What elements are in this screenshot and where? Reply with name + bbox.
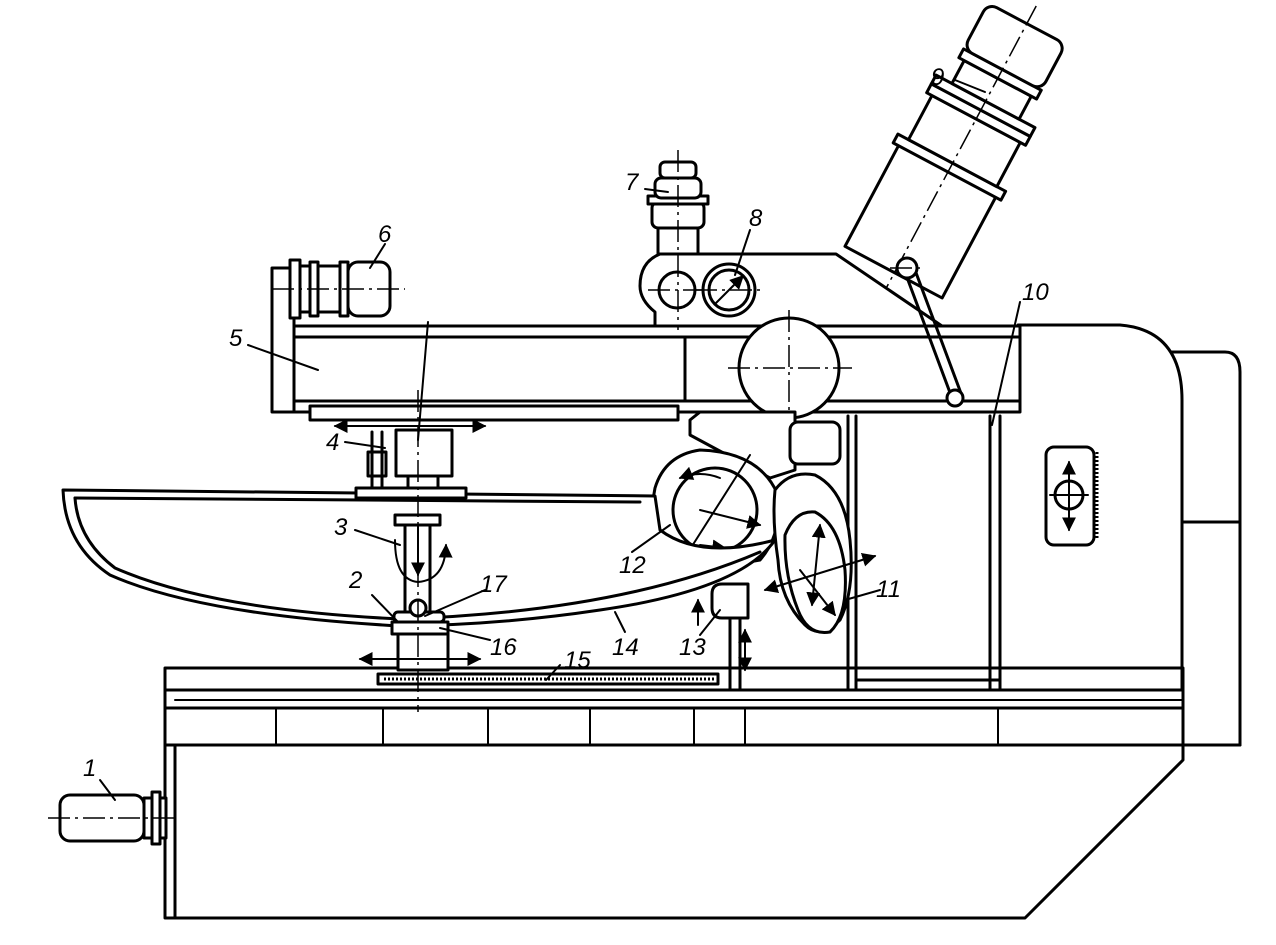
label-15: 15 xyxy=(564,647,591,674)
motor-1 xyxy=(48,790,180,846)
tool-13 xyxy=(691,582,752,692)
head-assembly xyxy=(638,150,944,330)
label-8: 8 xyxy=(749,205,763,232)
machine-base xyxy=(163,666,1185,920)
vertical-spindle xyxy=(354,321,482,712)
label-13: 13 xyxy=(679,634,706,661)
lever xyxy=(890,256,965,408)
motor-6 xyxy=(272,258,405,320)
leader-lines xyxy=(99,79,1021,801)
labels: 1 2 3 4 5 6 7 8 9 10 11 12 13 14 15 16 1… xyxy=(83,64,1049,782)
cam-assembly xyxy=(651,410,877,635)
label-10: 10 xyxy=(1022,279,1049,306)
label-16: 16 xyxy=(490,634,517,661)
frame-10 xyxy=(846,323,1242,747)
label-14: 14 xyxy=(612,634,639,661)
label-12: 12 xyxy=(619,552,646,579)
motor-9 xyxy=(843,5,1064,300)
label-3: 3 xyxy=(334,514,348,541)
beam-5 xyxy=(270,266,1022,433)
label-4: 4 xyxy=(326,429,339,456)
label-1: 1 xyxy=(83,755,96,782)
label-5: 5 xyxy=(229,325,243,352)
label-9: 9 xyxy=(931,64,944,91)
label-17: 17 xyxy=(480,571,508,598)
label-11: 11 xyxy=(876,576,901,603)
label-6: 6 xyxy=(378,221,392,248)
label-2: 2 xyxy=(348,567,362,594)
label-7: 7 xyxy=(625,169,640,196)
